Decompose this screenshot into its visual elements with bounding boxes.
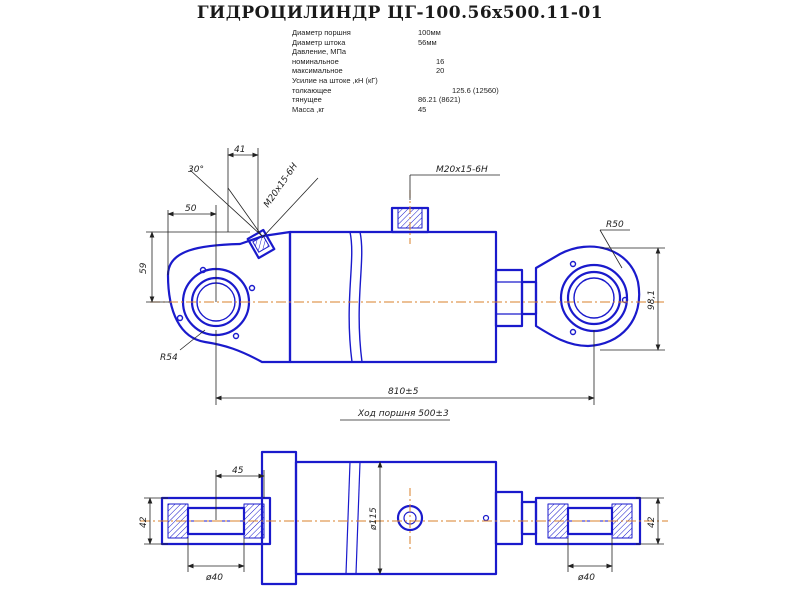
dim-59: 59 <box>139 262 149 274</box>
spec-label: тянущее <box>292 95 322 105</box>
dim-r54: R54 <box>160 353 178 363</box>
dim-98: 98,1 <box>647 290 657 310</box>
spec-label: Давление, МПа <box>292 47 347 57</box>
left-eye-outline <box>166 230 292 364</box>
left-fitting <box>246 228 276 260</box>
spec-label: Усилие на штоке ,кН (кГ) <box>292 75 378 85</box>
spec-row: Диаметр поршня 100мм <box>292 28 532 38</box>
spec-table: Диаметр поршня 100мм Диаметр штока 56мм Да… <box>292 28 532 114</box>
spec-value: 20 <box>436 66 445 76</box>
spec-value: 100мм <box>418 28 441 37</box>
spec-value: 56мм <box>418 37 437 47</box>
spec-row: Давление, МПа <box>292 47 532 57</box>
spec-label: Масса ,кг <box>292 104 325 114</box>
spec-row: Диаметр штока 56мм <box>292 38 532 48</box>
bottom-dimensions <box>144 461 664 575</box>
spec-label: толкающее <box>292 85 332 95</box>
dim-40-right: ø40 <box>577 573 595 583</box>
dim-thread-left: M20x15-6H <box>262 161 300 209</box>
right-eye-outline <box>534 245 641 348</box>
dim-45: 45 <box>232 466 244 476</box>
front-view <box>166 190 641 364</box>
spec-value: 125.6 (12560) <box>452 85 499 95</box>
spec-row: толкающее 125.6 (12560) <box>292 86 532 96</box>
right-eye-bore-outer <box>559 263 629 333</box>
dim-40-left: ø40 <box>205 573 223 583</box>
front-dimensions <box>146 148 665 421</box>
spec-label: Диаметр поршня <box>292 28 351 37</box>
dim-thread-top: M20x15-6H <box>436 165 488 175</box>
bottom-barrel <box>260 450 298 586</box>
spec-row: максимальное 20 <box>292 66 532 76</box>
barrel <box>290 230 498 364</box>
dim-42-right: 42 <box>647 516 657 528</box>
spec-value: 16 <box>436 56 445 66</box>
spec-row: номинальное 16 <box>292 57 532 67</box>
dim-810: 810±5 <box>388 387 419 397</box>
dim-30deg: 30° <box>188 165 204 175</box>
dim-42-left: 42 <box>139 516 149 528</box>
spec-row: тянущее 86.21 (8621) <box>292 95 532 105</box>
dim-50: 50 <box>185 204 197 214</box>
spec-value: 86.21 (8621) <box>418 95 461 105</box>
spec-label: Диаметр штока <box>292 37 346 47</box>
dim-stroke: Ход поршня 500±3 <box>357 409 449 419</box>
spec-label: максимальное <box>292 66 343 76</box>
gland-nut <box>494 268 524 328</box>
dim-41: 41 <box>234 145 245 155</box>
dim-r50: R50 <box>606 220 624 230</box>
spec-row: Усилие на штоке ,кН (кГ) <box>292 76 532 86</box>
dim-115: ø115 <box>369 507 379 531</box>
spec-label: номинальное <box>292 56 339 66</box>
spec-row: Масса ,кг 45 <box>292 105 532 115</box>
drawing-title: ГИДРОЦИЛИНДР ЦГ-100.56x500.11-01 <box>196 3 604 23</box>
spec-value: 45 <box>418 104 427 114</box>
